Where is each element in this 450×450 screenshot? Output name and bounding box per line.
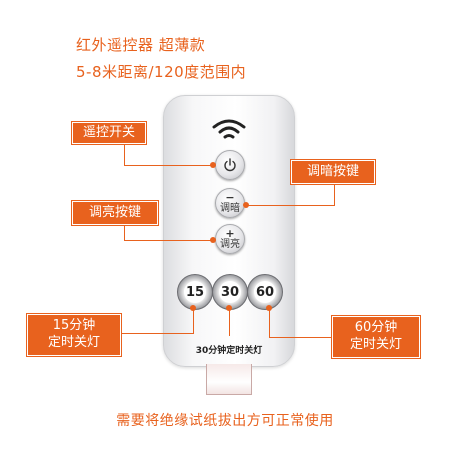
callout-connector [193, 308, 194, 334]
callout-dot [210, 237, 216, 243]
wifi-signal-icon [212, 119, 246, 139]
bright-button-label: 调亮 [220, 239, 240, 250]
callout-timer-15-line1: 15分钟 [52, 318, 96, 333]
dim-button[interactable]: − 调暗 [215, 188, 245, 218]
timer-60-button[interactable]: 60 [247, 274, 283, 310]
callout-dot [226, 305, 232, 311]
minus-icon: − [225, 191, 235, 204]
timer-30-button[interactable]: 30 [212, 274, 248, 310]
callout-dot [266, 305, 272, 311]
bright-button[interactable]: + 调亮 [215, 224, 245, 254]
header-line-2: 5-8米距离/120度范围内 [76, 63, 247, 81]
callout-connector [269, 337, 332, 338]
callout-connector [334, 182, 335, 206]
callout-timer-60-line1: 60分钟 [354, 320, 398, 335]
footer-note: 需要将绝缘试纸拔出方可正常使用 [116, 413, 334, 429]
callout-connector [124, 165, 213, 166]
timer-15-label: 15 [184, 281, 206, 303]
callout-connector [119, 333, 194, 334]
plus-icon: + [225, 227, 235, 240]
timer-60-label: 60 [254, 281, 276, 303]
callout-connector [124, 223, 125, 241]
header-line-1: 红外遥控器 超薄款 [76, 36, 206, 54]
callout-connector [124, 142, 125, 166]
callout-power-switch: 遥控开关 [71, 121, 147, 145]
callout-timer-15-line2: 定时关灯 [47, 335, 100, 350]
callout-connector [246, 205, 335, 206]
callout-dot [243, 202, 249, 208]
callout-connector [229, 308, 230, 336]
timer-30-label: 30 [219, 281, 241, 303]
callout-timer-15: 15分钟 定时关灯 [26, 313, 122, 357]
callout-timer-60-line2: 定时关灯 [349, 337, 402, 352]
callout-dot [190, 305, 196, 311]
insulation-pull-tab[interactable] [206, 364, 252, 395]
timer-30-caption: 30分钟定时关灯 [195, 346, 263, 356]
callout-timer-60: 60分钟 定时关灯 [331, 315, 421, 359]
timer-15-button[interactable]: 15 [177, 274, 213, 310]
power-button[interactable] [215, 150, 245, 180]
callout-dim-button: 调暗按键 [290, 159, 376, 185]
dim-button-label: 调暗 [220, 203, 240, 214]
callout-bright-button: 调亮按键 [71, 200, 159, 226]
callout-dot [210, 162, 216, 168]
power-icon [224, 158, 236, 172]
callout-connector [124, 240, 213, 241]
callout-connector [269, 308, 270, 338]
